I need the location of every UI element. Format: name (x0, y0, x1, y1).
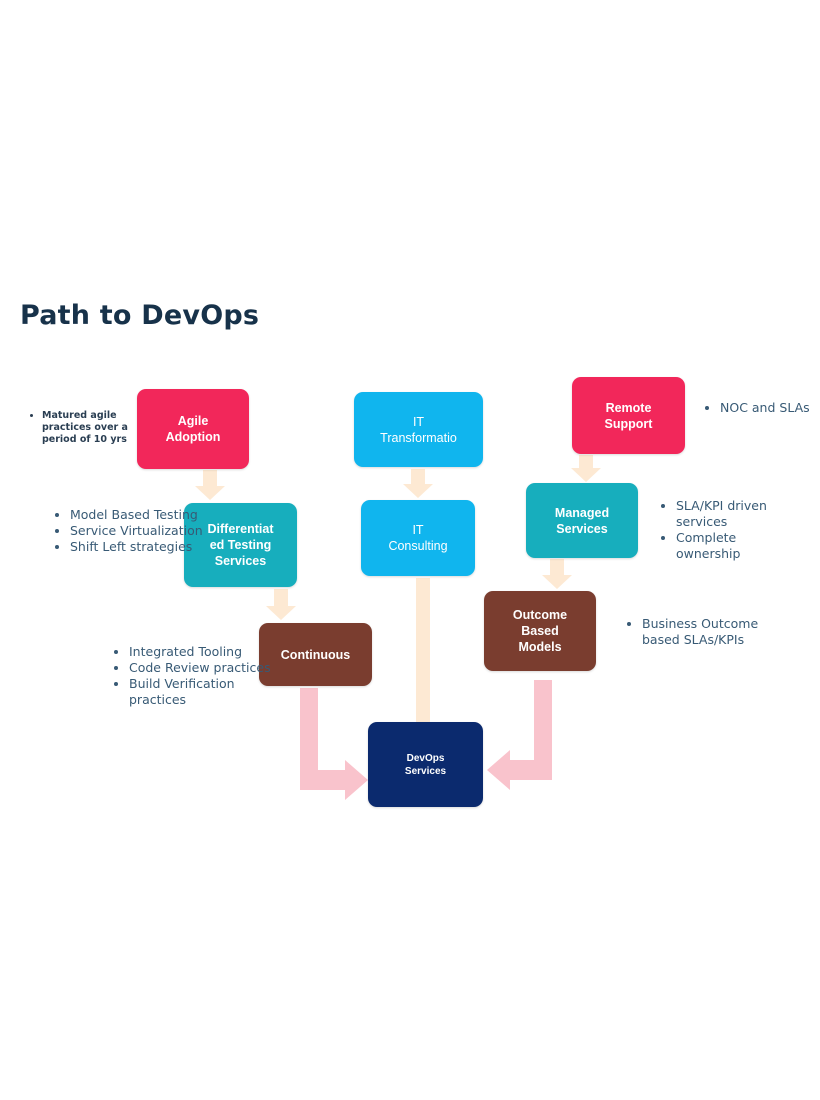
continuous-box-line-1: Continuous (280, 647, 351, 662)
arrow-itconsult-to-devops (410, 578, 436, 736)
it-consult-line-2: Consulting (388, 539, 448, 553)
arrow-diff-to-continuous (266, 589, 296, 620)
note-item: Integrated Tooling (129, 644, 289, 660)
note-item: Shift Left strategies (70, 539, 215, 555)
note-item: Matured agile practices over a period of… (42, 410, 162, 446)
note-item: Build Verification practices (129, 676, 289, 708)
managed-notes: SLA/KPI driven services Complete ownersh… (650, 498, 801, 562)
note-item: Model Based Testing (70, 507, 215, 523)
arrow-remote-to-managed (571, 455, 601, 482)
devops-box-line-1: DevOps (406, 752, 445, 764)
arrow-ittransform-to-itconsult (403, 469, 433, 498)
continuous-box: Continuous (259, 623, 372, 686)
outcome-box-line-2: Based (521, 624, 559, 638)
arrow-continuous-to-devops (300, 688, 368, 800)
note-item: Service Virtualization (70, 523, 215, 539)
outcome-box-line-3: Models (518, 640, 562, 654)
agile-box-line-1: Agile (177, 414, 209, 428)
outcome-box-line-1: Outcome (512, 608, 568, 622)
note-item: Business Outcome based SLAs/KPIs (642, 616, 767, 648)
note-item: Complete ownership (676, 530, 801, 562)
it-transform-line-2: Transformatio (380, 430, 457, 445)
agile-box-line-2: Adoption (165, 430, 221, 444)
arrow-managed-to-outcome (542, 559, 572, 589)
it-consult-line-1: IT (412, 523, 424, 537)
diff-box-line-2: ed Testing (209, 538, 272, 552)
note-item: SLA/KPI driven services (676, 498, 801, 530)
arrow-agile-to-diff (195, 470, 225, 500)
page-title: Path to DevOps (20, 300, 260, 331)
remote-notes: NOC and SLAs (694, 400, 820, 416)
it-consulting-box: IT Consulting (361, 500, 475, 576)
it-transform-line-1: IT (412, 414, 425, 429)
continuous-notes: Integrated Tooling Code Review practices… (103, 644, 289, 708)
remote-box-line-2: Support (604, 416, 653, 431)
outcome-notes: Business Outcome based SLAs/KPIs (616, 616, 767, 648)
diff-box-line-3: Services (214, 554, 267, 568)
note-item: NOC and SLAs (720, 400, 820, 416)
managed-box-line-1: Managed (554, 505, 610, 520)
remote-box-line-1: Remote (605, 400, 652, 415)
arrow-outcome-to-devops (487, 680, 552, 790)
devops-box-line-2: Services (404, 765, 447, 777)
agile-notes: Matured agile practices over a period of… (12, 410, 162, 446)
diff-notes: Model Based Testing Service Virtualizati… (44, 507, 215, 555)
note-item: Code Review practices (129, 660, 289, 676)
diff-box-line-1: Differentiat (207, 522, 274, 536)
managed-box-line-2: Services (556, 521, 608, 536)
